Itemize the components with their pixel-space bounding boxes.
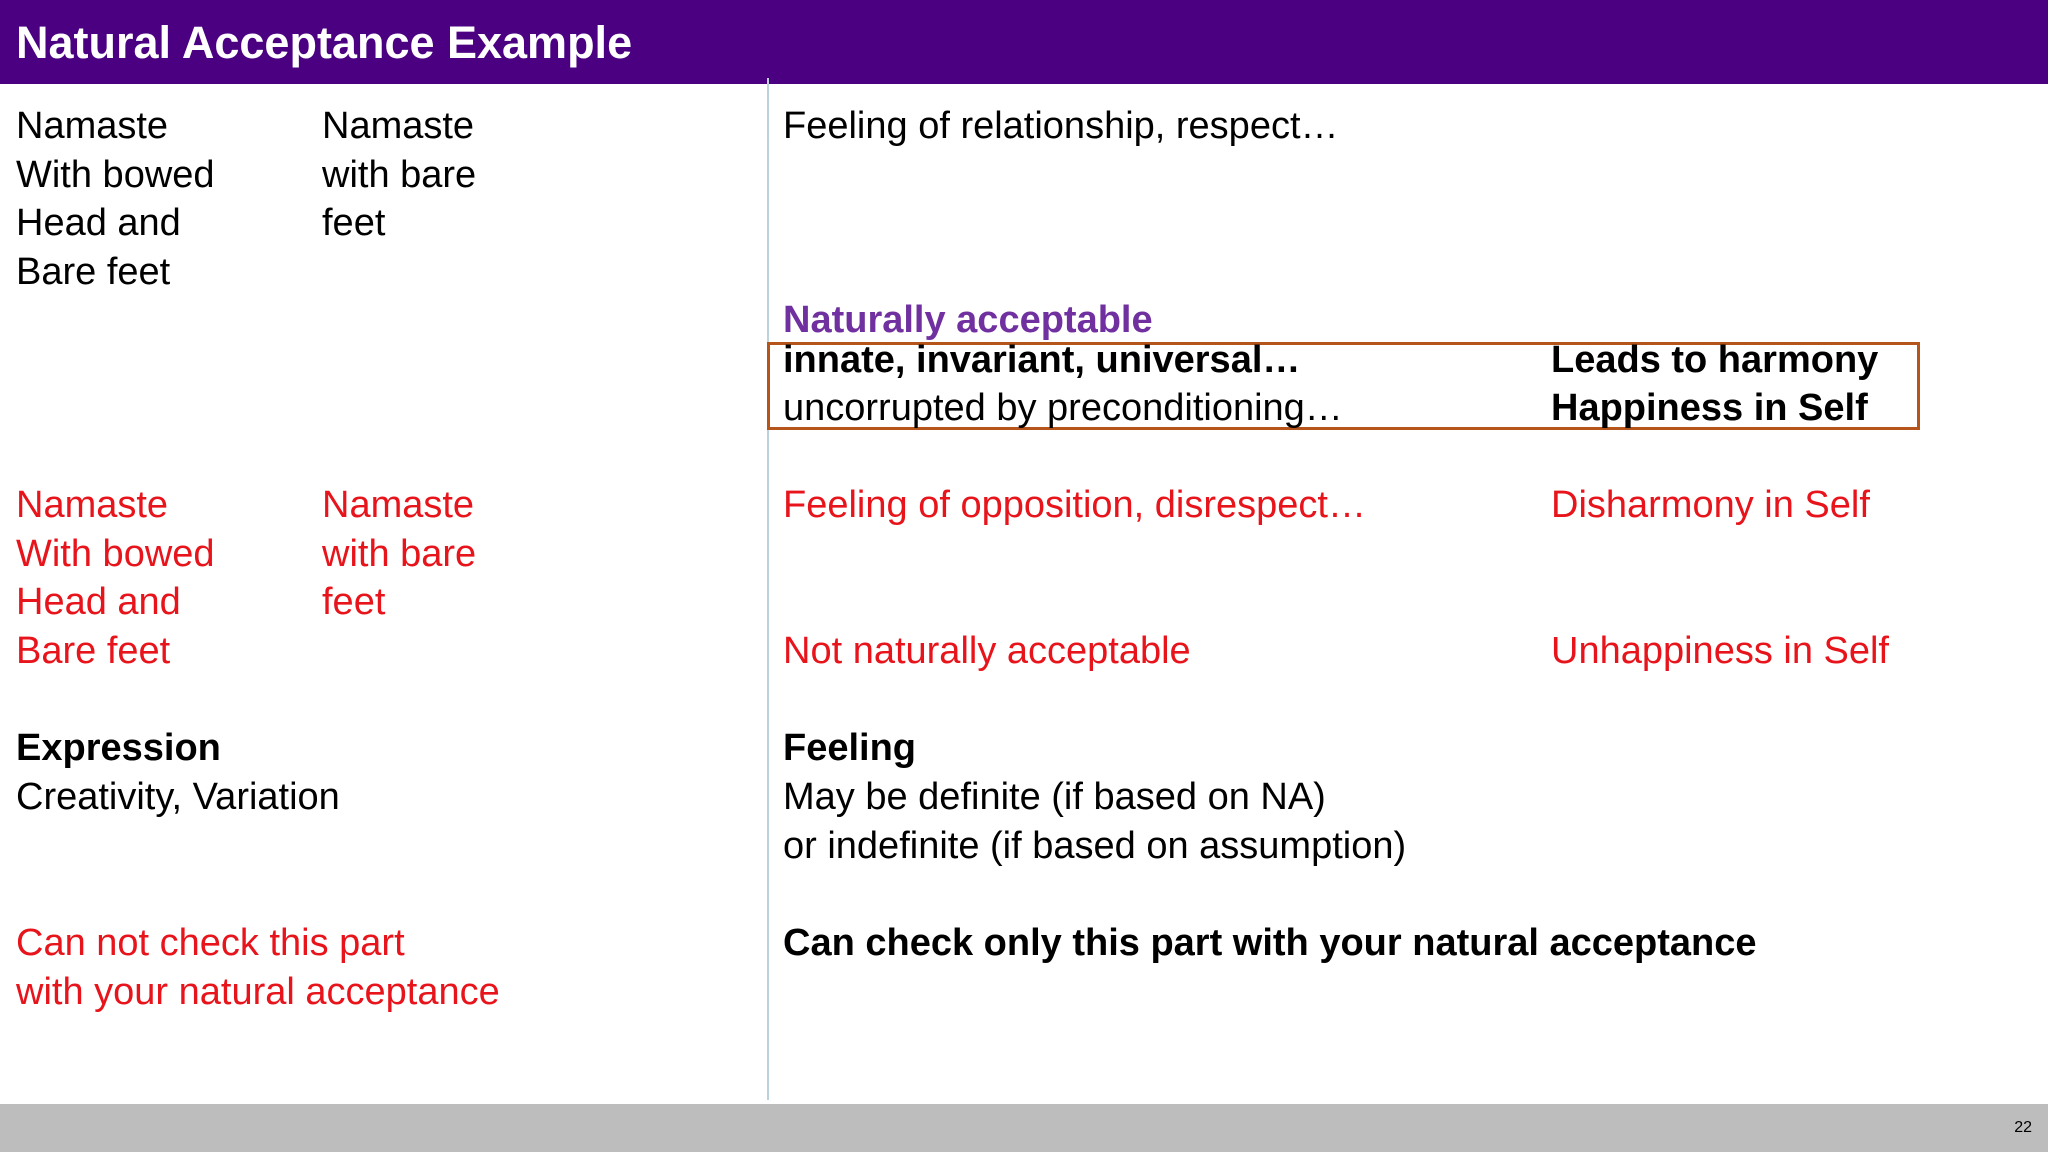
text-line: feet [322,202,386,245]
innate-text: innate, invariant, universal… [783,339,1301,381]
expression-text: Creativity, Variation [16,776,340,818]
text-line: Namaste [16,105,169,147]
text-line: with bare [322,153,477,196]
accepted-feeling: Feeling of relationship, respect… [783,105,1339,147]
text-line: Namaste [16,484,169,526]
harmony-highlight-box [767,342,1920,430]
page-number: 22 [2014,1119,2032,1136]
text-line: May be definite (if based on NA) [783,776,1326,818]
text-line: Bare feet [16,250,171,293]
text-line: Head and [16,202,181,245]
text-line: Namaste [322,105,475,147]
feeling-heading: Feeling [783,727,917,769]
leads-to-harmony-text: Leads to harmony [1551,339,1879,381]
text-line: Can not check this part [16,922,405,964]
slide-title: Natural Acceptance Example [16,17,633,68]
expression-note: Can not check this part with your natura… [16,919,500,1016]
uncorrupted-text: uncorrupted by preconditioning… [783,387,1343,429]
text-line: With bowed [16,532,215,575]
title-bar: Natural Acceptance Example [0,0,2048,84]
text-line: With bowed [16,153,215,196]
feeling-note: Can check only this part with your natur… [783,922,1757,964]
disharmony-in-self-text: Disharmony in Self [1551,484,1870,526]
text-line: Bare feet [16,629,171,672]
unhappiness-in-self-text: Unhappiness in Self [1551,630,1889,672]
text-line: or indefinite (if based on assumption) [783,824,1407,867]
happiness-in-self-text: Happiness in Self [1551,387,1868,429]
expression-heading: Expression [16,727,221,769]
text-line: Namaste [322,484,475,526]
text-line: with bare [322,532,477,575]
text-line: feet [322,581,386,624]
rejected-feeling: Feeling of opposition, disrespect… [783,484,1366,526]
accepted-expression-col2: Namaste with bare feet [322,102,476,248]
rejected-expression-col1: Namaste With bowed Head and Bare feet [16,481,215,675]
accepted-expression-col1: Namaste With bowed Head and Bare feet [16,102,215,296]
text-line: Head and [16,581,181,624]
footer-bar: 22 [0,1104,2048,1152]
column-divider [767,78,769,1100]
text-line: with your natural acceptance [16,970,500,1013]
not-naturally-acceptable-text: Not naturally acceptable [783,630,1191,672]
naturally-acceptable-heading: Naturally acceptable [783,299,1153,341]
feeling-lines: May be definite (if based on NA) or inde… [783,773,1406,870]
rejected-expression-col2: Namaste with bare feet [322,481,476,627]
